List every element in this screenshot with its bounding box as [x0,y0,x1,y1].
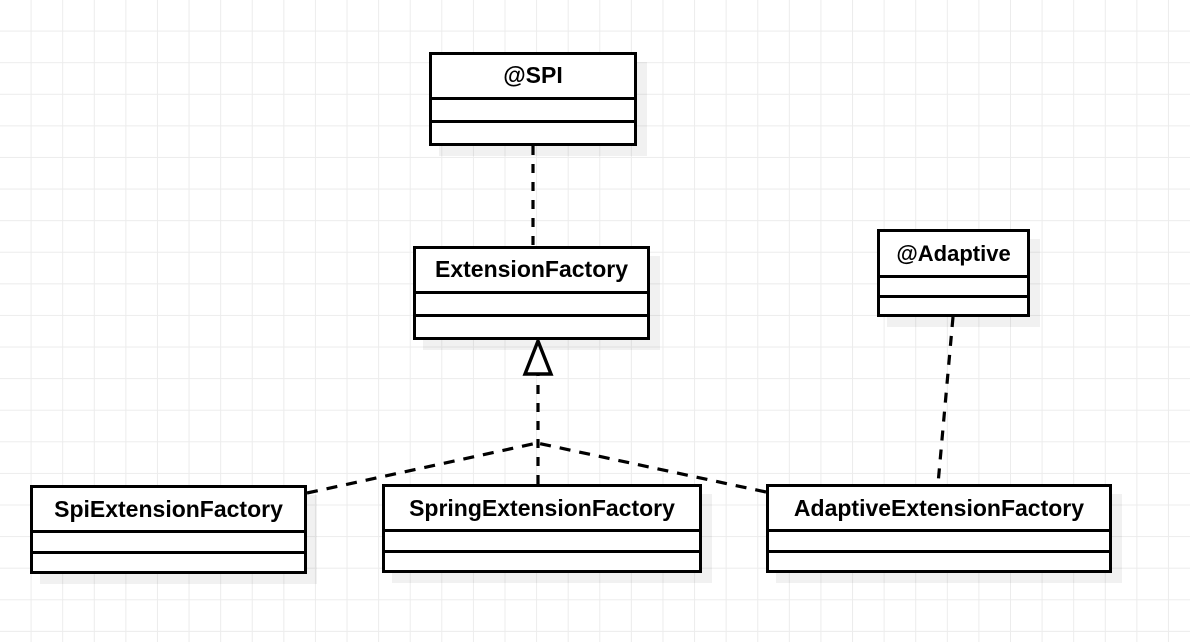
class-operations-spi-extension-factory [33,550,304,571]
realization-arrowhead-icon [522,336,554,376]
class-attributes-extension-factory [416,290,647,314]
class-box-spi-extension-factory[interactable]: SpiExtensionFactory [30,485,307,574]
class-box-spi[interactable]: @SPI [429,52,637,146]
class-name-extension-factory: ExtensionFactory [435,256,628,283]
class-operations-extension-factory [416,313,647,337]
class-name-spring-extension-factory: SpringExtensionFactory [409,494,675,521]
class-attributes-adaptive-extension-factory [769,529,1109,550]
class-box-adaptive-extension-factory[interactable]: AdaptiveExtensionFactory [766,484,1112,573]
class-box-extension-factory[interactable]: ExtensionFactory [413,246,650,340]
class-attributes-spring-extension-factory [385,529,699,550]
class-name-adaptive: @Adaptive [896,240,1011,266]
class-name-spi: @SPI [503,62,563,89]
class-attributes-spi-extension-factory [33,530,304,551]
class-operations-adaptive [880,295,1027,314]
class-name-spi-extension-factory: SpiExtensionFactory [54,495,283,522]
class-attributes-adaptive [880,275,1027,296]
edge-adaptive-to-adaptive-factory [936,316,955,485]
class-attributes-spi [432,96,634,120]
class-operations-spring-extension-factory [385,549,699,570]
class-box-adaptive[interactable]: @Adaptive [877,229,1030,317]
class-operations-adaptive-extension-factory [769,549,1109,570]
class-name-adaptive-extension-factory: AdaptiveExtensionFactory [793,494,1085,521]
class-operations-spi [432,119,634,143]
class-box-spring-extension-factory[interactable]: SpringExtensionFactory [382,484,702,573]
